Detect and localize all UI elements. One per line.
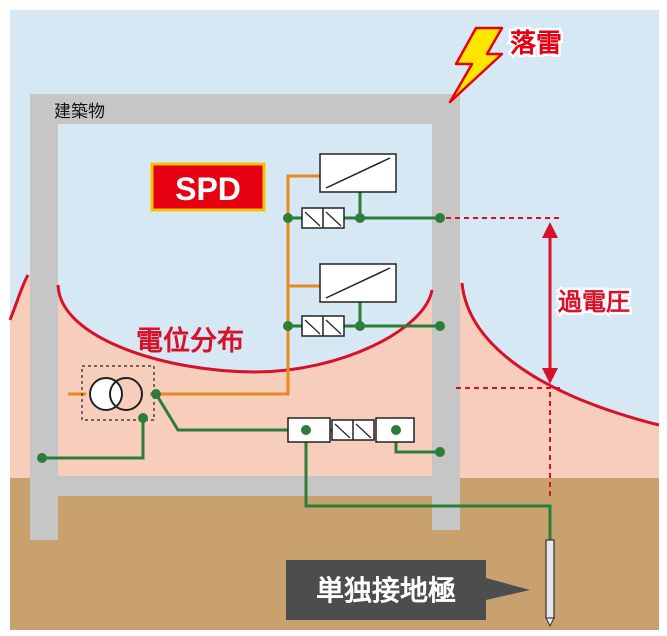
ground-electrode-label: 単独接地極 [316, 574, 456, 607]
building-wall-left [30, 94, 58, 540]
overvoltage-indicator [446, 217, 560, 500]
spd-unit-upper [301, 207, 345, 229]
potential-curve-inner [56, 284, 434, 374]
potential-curve-right [460, 282, 660, 427]
connection-dots [37, 213, 445, 463]
spd-unit-lower [301, 315, 345, 337]
spd-badge-label: SPD [175, 171, 241, 207]
building-wall-right [432, 94, 460, 530]
spd-unit-bottom-middle [331, 419, 375, 441]
overvoltage-label: 過電圧 [558, 288, 630, 316]
lightning-bolt-icon [448, 26, 504, 104]
lightning-label: 落雷 [510, 29, 562, 59]
potential-distribution-label: 電位分布 [136, 325, 244, 357]
building-floor [58, 476, 432, 496]
equipment-upper [319, 153, 397, 193]
building-label: 建築物 [54, 102, 105, 122]
power-wiring [68, 174, 320, 396]
ground-electrode-callout: 単独接地極 [286, 560, 530, 620]
potential-curve-left [8, 274, 30, 321]
building-frame [30, 94, 460, 540]
equipment-lower [319, 263, 397, 303]
spd-badge: SPD [150, 162, 266, 212]
ground-rod-icon [545, 539, 555, 628]
building-roof [30, 94, 460, 124]
